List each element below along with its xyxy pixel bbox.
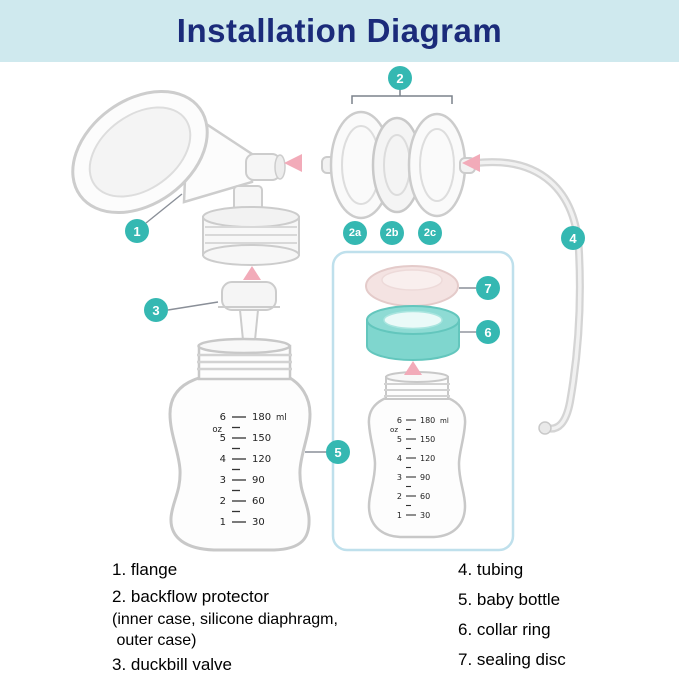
arrow-left-icon xyxy=(462,154,480,172)
bracket-2 xyxy=(351,89,453,104)
large-bottle-neck xyxy=(197,337,292,381)
badge-flange: 1 xyxy=(125,219,149,243)
backflow-protector-illustration xyxy=(321,110,476,220)
flange-threaded-cap xyxy=(202,206,300,266)
scale-oz-2: 2 xyxy=(220,496,226,507)
scale-oz-4: 4 xyxy=(220,454,226,465)
header-banner: Installation Diagram xyxy=(0,0,679,62)
scale-oz-6: 6 xyxy=(220,412,226,423)
collar-ring-illustration xyxy=(366,305,460,362)
badge-outer-case: 2c xyxy=(418,221,442,245)
badge-backflow-protector: 2 xyxy=(388,66,412,90)
scale-oz-1: 1 xyxy=(220,517,226,528)
badge-baby-bottle: 5 xyxy=(326,440,350,464)
scale-oz-4: 4 xyxy=(397,454,402,463)
arrow-up-icon xyxy=(243,266,261,280)
scale-oz-3: 3 xyxy=(220,475,226,486)
tube-connector-tip xyxy=(538,421,552,435)
scale-ml-unit: ml xyxy=(276,413,287,423)
scale-oz-6: 6 xyxy=(397,416,402,425)
scale-ml-150: 150 xyxy=(252,433,271,444)
badge-sealing-disc: 7 xyxy=(476,276,500,300)
scale-oz-5: 5 xyxy=(220,433,226,444)
small-bottle-illustration: 6 5 4 3 2 1 oz 180 150 120 90 60 30 ml xyxy=(367,371,467,539)
sealing-disc-illustration xyxy=(365,265,459,307)
legend-item-tubing: 4. tubing xyxy=(458,560,524,579)
scale-ml-60: 60 xyxy=(252,496,265,507)
scale-ml-180: 180 xyxy=(420,416,435,425)
large-bottle-scale: 6 5 4 3 2 1 oz 180 150 120 90 60 30 ml xyxy=(212,412,286,528)
scale-ml-120: 120 xyxy=(252,454,271,465)
legend-item-duckbill-valve: 3. duckbill valve xyxy=(112,655,233,674)
large-bottle-illustration: 6 5 4 3 2 1 oz 180 150 120 90 60 30 ml xyxy=(168,337,312,552)
legend-item-collar-ring: 6. collar ring xyxy=(458,620,551,639)
scale-ml-30: 30 xyxy=(420,511,430,520)
scale-ml-60: 60 xyxy=(420,492,430,501)
scale-oz-1: 1 xyxy=(397,511,402,520)
legend-sub-backflow-1: (inner case, silicone diaphragm, xyxy=(112,611,338,628)
tubing-illustration xyxy=(472,158,584,435)
scale-ml-unit: ml xyxy=(440,417,449,425)
legend-item-backflow-protector: 2. backflow protector xyxy=(112,587,269,606)
badge-collar-ring: 6 xyxy=(476,320,500,344)
scale-oz-3: 3 xyxy=(397,473,402,482)
scale-ml-90: 90 xyxy=(252,475,265,486)
scale-ml-120: 120 xyxy=(420,454,435,463)
arrow-up-icon xyxy=(404,361,422,375)
scale-ml-90: 90 xyxy=(420,473,430,482)
badge-duckbill-valve: 3 xyxy=(144,298,168,322)
scale-oz-2: 2 xyxy=(397,492,402,501)
badge-tubing: 4 xyxy=(561,226,585,250)
legend-right-column: 4. tubing 5. baby bottle 6. collar ring … xyxy=(458,560,566,680)
installation-diagram: 6 5 4 3 2 1 oz 180 150 120 90 60 30 ml xyxy=(71,89,584,552)
legend-item-baby-bottle: 5. baby bottle xyxy=(458,590,561,609)
assembly-outline-box xyxy=(331,250,515,552)
scale-ml-30: 30 xyxy=(252,517,265,528)
scale-ml-150: 150 xyxy=(420,435,435,444)
backflow-silicone-diaphragm xyxy=(371,116,423,214)
flange-illustration xyxy=(71,89,300,266)
legend-left-column: 1. flange 2. backflow protector (inner c… xyxy=(112,560,338,682)
legend-item-sealing-disc: 7. sealing disc xyxy=(458,650,566,669)
scale-oz-5: 5 xyxy=(397,435,402,444)
badge-silicone-diaphragm: 2b xyxy=(380,221,404,245)
badge-inner-case: 2a xyxy=(343,221,367,245)
legend-item-flange: 1. flange xyxy=(112,560,178,579)
leader-line xyxy=(145,193,183,224)
small-bottle-scale: 6 5 4 3 2 1 oz 180 150 120 90 60 30 ml xyxy=(390,416,449,520)
scale-oz-unit: oz xyxy=(390,426,398,434)
arrow-left-icon xyxy=(284,154,302,172)
leader-line xyxy=(167,301,219,311)
scale-ml-180: 180 xyxy=(252,412,271,423)
page-title: Installation Diagram xyxy=(176,12,503,49)
legend-sub-backflow-2: outer case) xyxy=(112,632,197,649)
small-bottle-neck xyxy=(384,371,450,400)
backflow-outer-case xyxy=(407,112,476,218)
scale-oz-unit: oz xyxy=(212,425,222,435)
